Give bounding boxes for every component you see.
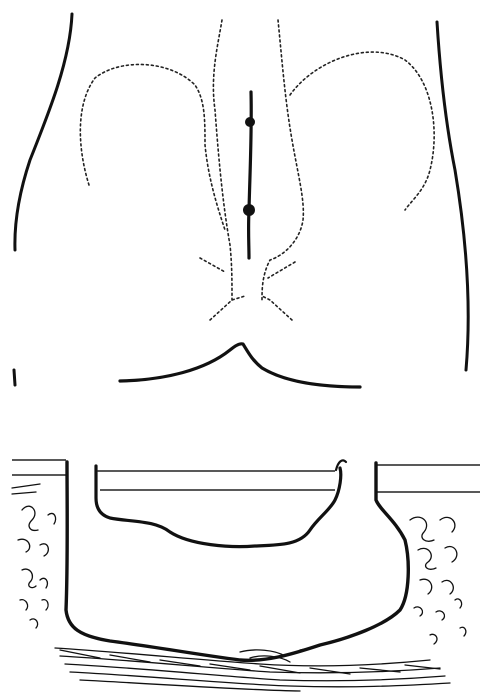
- spine-outline-left: [213, 20, 232, 300]
- gluteal-cleft: [120, 344, 360, 387]
- incision-marker-lower: [243, 204, 255, 216]
- inner-flap-outline: [96, 466, 341, 547]
- right-iliac-crest: [290, 52, 434, 210]
- muscle-layer-hatching: [55, 646, 450, 691]
- incision-marker-upper: [245, 117, 255, 127]
- fat-texture-right: [410, 517, 466, 644]
- sacrum-lower-right: [262, 296, 292, 320]
- fat-texture-left: [12, 484, 56, 628]
- back-view-panel: [14, 14, 468, 387]
- incision-line: [249, 92, 252, 258]
- left-body-contour-stub: [14, 370, 15, 385]
- right-body-contour: [437, 22, 468, 370]
- left-iliac-crest: [80, 64, 225, 230]
- cross-section-panel: [12, 460, 480, 691]
- spine-outline-right: [262, 20, 303, 300]
- sacrum-lower-left: [210, 296, 245, 320]
- left-body-contour: [15, 14, 72, 250]
- coccyx-line-left: [200, 258, 225, 272]
- wound-cavity-outer: [66, 462, 408, 660]
- coccyx-line-right: [268, 262, 295, 278]
